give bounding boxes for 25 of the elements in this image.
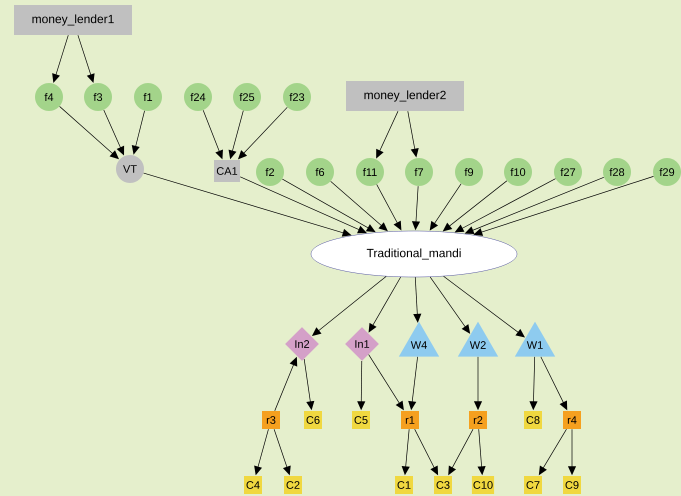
consumer-box: C7: [524, 476, 542, 494]
consumer-box: C5: [352, 411, 370, 429]
consumer-box: C3: [434, 476, 452, 494]
retailer-box: r3: [262, 411, 280, 429]
consumer-box: C4: [244, 476, 262, 494]
triangle-node: W1: [514, 322, 556, 357]
consumer-box: C10: [472, 476, 494, 494]
retailer-box: r2: [469, 411, 487, 429]
consumer-box: C8: [524, 411, 542, 429]
arrow: [78, 34, 95, 83]
arrow: [430, 276, 470, 334]
consumer-box: C6: [304, 411, 322, 429]
consumer-box: C2: [284, 476, 302, 494]
lender-box: money_lender1: [14, 5, 132, 35]
agent-box: CA1: [214, 160, 240, 182]
arrow: [59, 106, 119, 160]
diamond-node: In1: [345, 327, 379, 361]
triangle-node: W4: [398, 322, 440, 357]
lender-box: money_lender2: [346, 81, 464, 111]
consumer-box: C1: [395, 476, 413, 494]
consumer-box: C9: [563, 476, 581, 494]
retailer-box: r1: [401, 411, 419, 429]
diamond-node: In2: [285, 327, 319, 361]
retailer-box: r4: [563, 411, 581, 429]
triangle-node: W2: [458, 322, 498, 357]
